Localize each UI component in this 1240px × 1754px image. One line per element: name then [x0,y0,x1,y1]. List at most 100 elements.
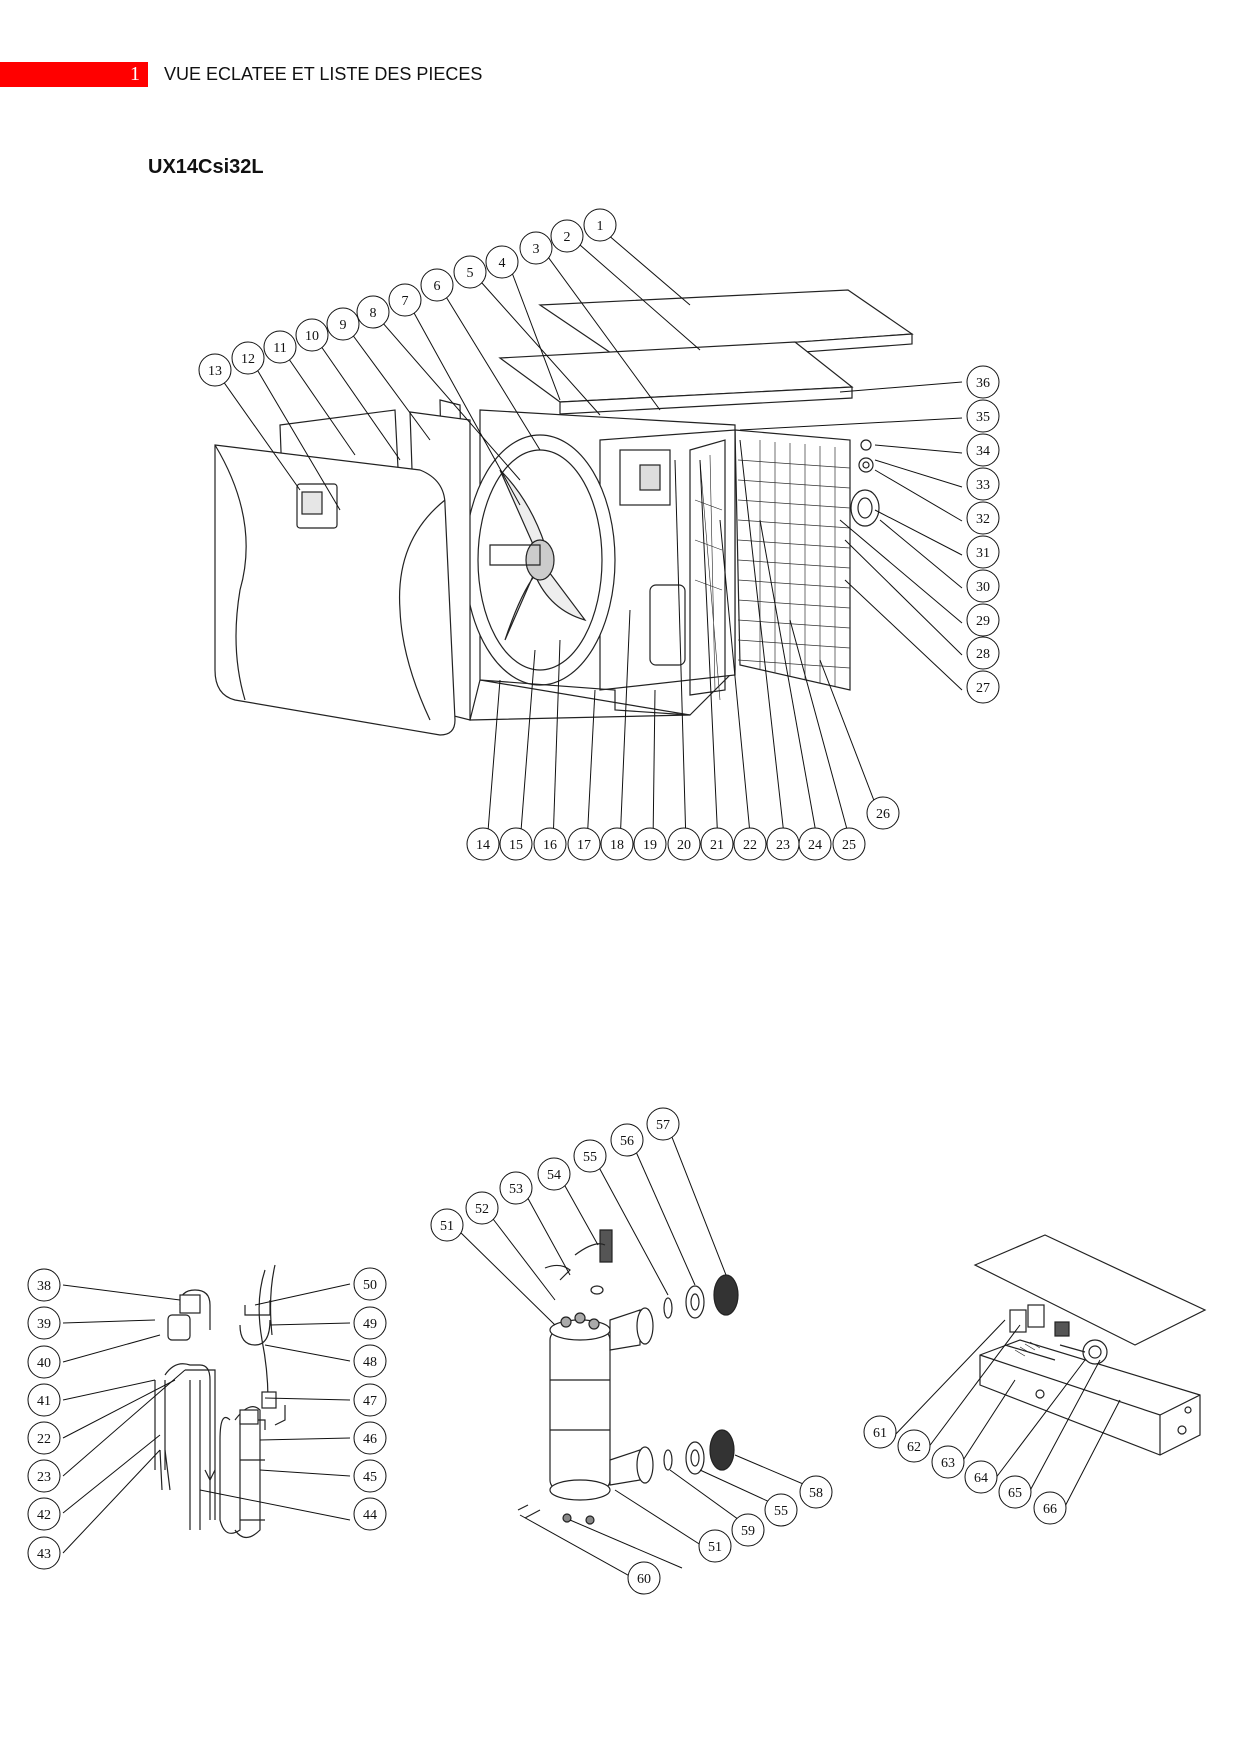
callout-circle [27,1497,61,1531]
callout-label: 19 [643,838,657,853]
header-accent-bar [0,62,148,87]
callout-label: 3 [533,242,540,257]
callout-label: 56 [620,1134,634,1149]
callout-label: 18 [610,838,624,853]
callout-label: 32 [976,512,990,527]
callout-label: 5 [467,266,474,281]
callout-circle [353,1459,387,1493]
callout-circle [356,295,390,329]
callout-circle [353,1421,387,1455]
callout-circle [485,245,519,279]
callout-circle [966,399,1000,433]
callout-circle [698,1529,732,1563]
callout-label: 60 [637,1572,651,1587]
heat-exchanger-drawing [517,1229,739,1525]
callout-label: 1 [597,219,604,234]
callout-label: 57 [656,1118,670,1133]
callout-circle [966,535,1000,569]
callout-label: 66 [1043,1502,1057,1517]
callout-circle [27,1268,61,1302]
callout-label: 50 [363,1278,377,1293]
callout-circle [764,1493,798,1527]
callout-circle [353,1267,387,1301]
callout-label: 36 [976,376,990,391]
callout-label: 63 [941,1456,955,1471]
callout-circle [499,1171,533,1205]
callout-label: 13 [208,364,222,379]
callout-circle [388,283,422,317]
callout-label: 17 [577,838,591,853]
callout-circle [466,827,500,861]
callout-label: 28 [976,647,990,662]
callout-circle [633,827,667,861]
section-title: VUE ECLATEE ET LISTE DES PIECES [164,64,483,84]
electrical-box-leader-lines [892,1319,1121,1517]
callout-circle [519,231,553,265]
callout-label: 58 [809,1486,823,1501]
callout-circle [537,1157,571,1191]
model-title: UX14Csi32L [148,156,264,178]
callout-circle [353,1344,387,1378]
callout-label: 39 [37,1317,51,1332]
callout-label: 41 [37,1394,51,1409]
callout-circle [499,827,533,861]
callout-circle [731,1513,765,1547]
callout-label: 34 [976,444,990,459]
callout-circle [966,636,1000,670]
callout-circle [420,268,454,302]
callout-label: 4 [499,256,506,271]
callout-circle [733,827,767,861]
callout-label: 49 [363,1317,377,1332]
main-unit-leader-lines [217,227,963,845]
callout-label: 59 [741,1524,755,1539]
callout-label: 20 [677,838,691,853]
callout-circle [998,1475,1032,1509]
callout-label: 9 [340,318,347,333]
callout-label: 33 [976,478,990,493]
callout-label: 7 [402,294,409,309]
callout-label: 30 [976,580,990,595]
callout-label: 23 [37,1470,51,1485]
callout-label: 2 [564,230,571,245]
callout-circle [295,318,329,352]
callout-circle [353,1383,387,1417]
callout-circle [27,1459,61,1493]
callout-label: 48 [363,1355,377,1370]
callout-circle [966,433,1000,467]
callout-circle [966,603,1000,637]
callout-circle [866,796,900,830]
callout-circle [465,1191,499,1225]
callout-circle [931,1445,965,1479]
callout-label: 62 [907,1440,921,1455]
callout-circle [533,827,567,861]
callout-circle [198,353,232,387]
callout-label: 43 [37,1547,51,1562]
callout-label: 11 [273,341,286,356]
callout-circle [453,255,487,289]
callout-label: 47 [363,1394,377,1409]
page-number: 1 [130,63,140,85]
callout-label: 40 [37,1356,51,1371]
callout-circle [27,1383,61,1417]
callout-label: 8 [370,306,377,321]
callout-label: 38 [37,1279,51,1294]
callout-label: 24 [808,838,822,853]
callout-circle [27,1536,61,1570]
callout-label: 21 [710,838,724,853]
callout-label: 44 [363,1508,377,1523]
callout-circle [832,827,866,861]
callout-label: 64 [974,1471,988,1486]
callout-circle [966,670,1000,704]
callout-circle [567,827,601,861]
callout-label: 61 [873,1426,887,1441]
callout-label: 54 [547,1168,561,1183]
callout-circle [550,219,584,253]
callout-label: 10 [305,329,319,344]
callout-label: 51 [440,1219,454,1234]
callout-label: 14 [476,838,490,853]
callout-circle [966,365,1000,399]
